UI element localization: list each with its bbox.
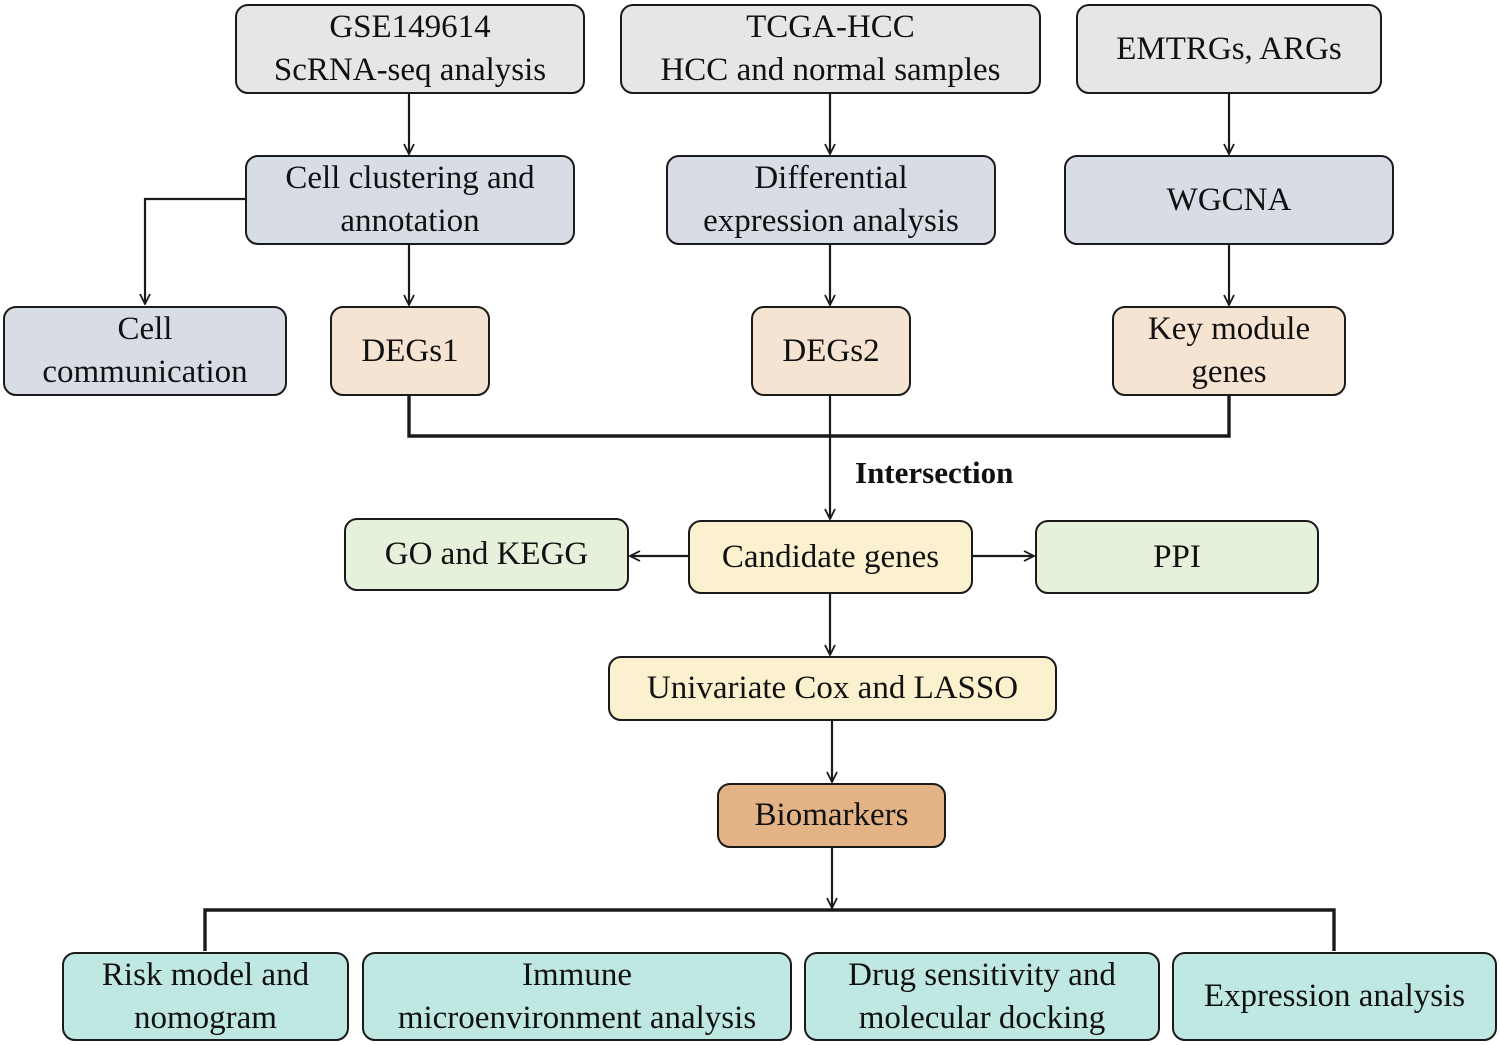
node-risk-model-nomogram: Risk model and nomogram bbox=[62, 952, 349, 1041]
node-text: annotation bbox=[340, 203, 480, 239]
node-text: Biomarkers bbox=[754, 797, 909, 833]
node-biomarkers: Biomarkers bbox=[717, 783, 946, 848]
node-text: ScRNA-seq analysis bbox=[273, 52, 547, 88]
node-text: microenvironment analysis bbox=[397, 999, 757, 1036]
node-text: HCC and normal samples bbox=[660, 52, 1001, 88]
node-key-module-genes: Key module genes bbox=[1112, 306, 1346, 396]
node-immune-microenvironment: Immune microenvironment analysis bbox=[362, 952, 792, 1041]
node-text: PPI bbox=[1153, 538, 1201, 575]
node-go-kegg: GO and KEGG bbox=[344, 518, 629, 591]
node-cell-communication: Cell communication bbox=[3, 306, 287, 396]
node-text: DEGs1 bbox=[361, 332, 459, 369]
node-text: molecular docking bbox=[858, 999, 1106, 1036]
node-cell-clustering: Cell clustering and annotation bbox=[245, 155, 575, 245]
node-text: Immune bbox=[522, 956, 632, 993]
node-degs1: DEGs1 bbox=[330, 306, 490, 396]
downstream-connector bbox=[203, 908, 1336, 951]
node-text: Drug sensitivity and bbox=[848, 956, 1116, 993]
node-text: GSE149614 bbox=[329, 9, 491, 45]
node-text: Candidate genes bbox=[721, 538, 940, 575]
node-text: Risk model and bbox=[101, 956, 310, 993]
node-ppi: PPI bbox=[1035, 520, 1319, 594]
node-text: expression analysis bbox=[703, 203, 959, 239]
node-text: Cell clustering and bbox=[285, 160, 535, 196]
node-text: Univariate Cox and LASSO bbox=[646, 670, 1019, 706]
node-text: TCGA-HCC bbox=[746, 9, 915, 45]
node-expression-analysis: Expression analysis bbox=[1172, 952, 1497, 1041]
node-text: communication bbox=[42, 354, 248, 390]
node-tcga-hcc: TCGA-HCC HCC and normal samples bbox=[620, 4, 1041, 94]
node-text: Differential bbox=[754, 160, 908, 196]
node-text: Cell bbox=[117, 311, 173, 347]
node-candidate-genes: Candidate genes bbox=[688, 520, 973, 594]
node-text: nomogram bbox=[134, 999, 277, 1036]
intersection-connector bbox=[407, 395, 1231, 438]
node-emtrgs-args: EMTRGs, ARGs bbox=[1076, 4, 1382, 94]
node-text: DEGs2 bbox=[782, 332, 880, 369]
arrow-cluster-to-cellcomm bbox=[145, 197, 246, 304]
node-drug-sensitivity: Drug sensitivity and molecular docking bbox=[804, 952, 1160, 1041]
node-text: GO and KEGG bbox=[384, 536, 589, 572]
intersection-label: Intersection bbox=[855, 455, 1014, 490]
node-wgcna: WGCNA bbox=[1064, 155, 1394, 245]
node-text: Expression analysis bbox=[1203, 978, 1466, 1014]
node-text: genes bbox=[1191, 354, 1267, 390]
node-univariate-cox-lasso: Univariate Cox and LASSO bbox=[608, 656, 1057, 721]
node-degs2: DEGs2 bbox=[751, 306, 911, 396]
node-text: WGCNA bbox=[1166, 181, 1292, 218]
node-differential-expression: Differential expression analysis bbox=[666, 155, 996, 245]
node-text: Key module bbox=[1147, 311, 1311, 347]
node-text: EMTRGs, ARGs bbox=[1116, 30, 1342, 67]
